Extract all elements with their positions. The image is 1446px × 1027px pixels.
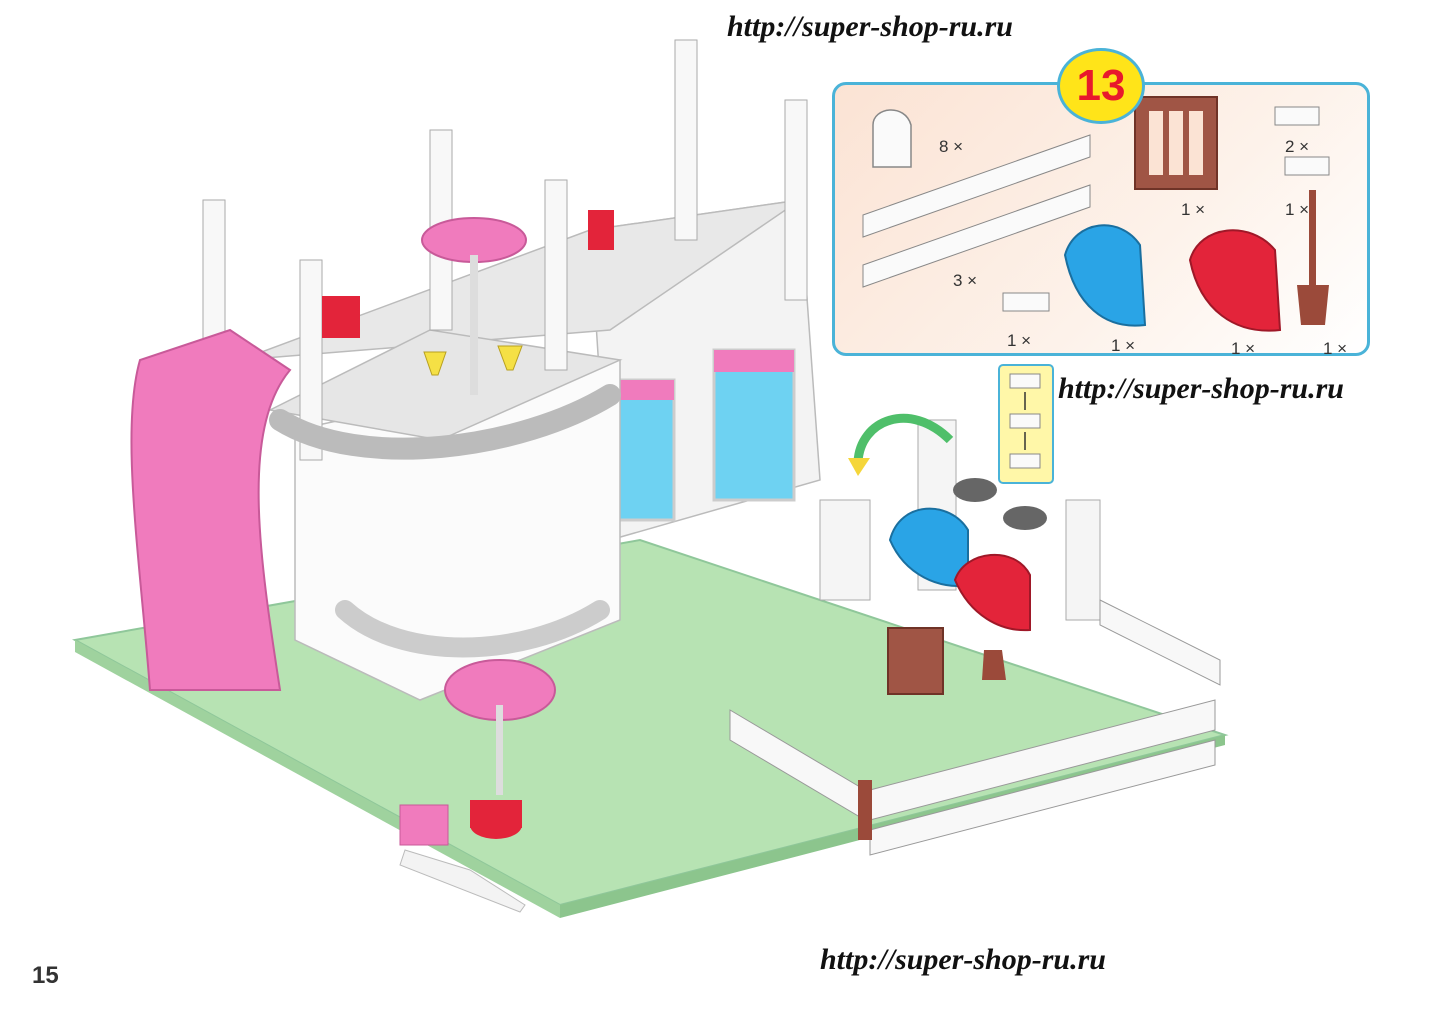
- column: [299, 259, 323, 461]
- qty-shovel: 1 ×: [1323, 339, 1348, 358]
- column: [674, 39, 698, 241]
- qty-clip-plate-open: 1 ×: [1285, 200, 1310, 219]
- qty-fence: 3 ×: [953, 271, 978, 290]
- white-fence: [1099, 599, 1221, 686]
- balcony-railing: [269, 384, 621, 460]
- brown-gate: [887, 627, 944, 695]
- red-brick: [322, 296, 360, 338]
- qty-gate: 1 ×: [1181, 200, 1206, 219]
- brown-post: [858, 780, 872, 840]
- red-brick: [588, 210, 614, 250]
- red-saddle: [953, 553, 1031, 632]
- green-arrow: [853, 413, 954, 463]
- watermark-url-bottom: http://super-shop-ru.ru: [820, 943, 1106, 976]
- goblet: [497, 345, 523, 371]
- curtain-left: [612, 380, 674, 400]
- red-base-body: [470, 800, 522, 828]
- balcony-floor: [267, 329, 623, 441]
- brown-shovel: [982, 650, 1006, 680]
- white-fence-part: [862, 134, 1091, 238]
- white-clip-plate-open-part: [1284, 156, 1330, 176]
- step-number-badge: 13: [1057, 48, 1145, 124]
- step-number: 13: [1076, 61, 1126, 110]
- qty-blue-saddle: 1 ×: [1111, 336, 1136, 355]
- clip-plate: [1009, 453, 1041, 469]
- qty-clip-plate: 2 ×: [1285, 137, 1310, 156]
- qty-red-saddle: 1 ×: [1231, 339, 1256, 358]
- white-fence: [869, 739, 1216, 856]
- table-pole: [470, 255, 478, 395]
- watermark-url-middle: http://super-shop-ru.ru: [1058, 372, 1344, 405]
- gate-slot: [1149, 111, 1163, 175]
- blue-saddle: [888, 507, 969, 587]
- grey-lamp: [1003, 506, 1047, 530]
- pink-staircase: [130, 328, 292, 691]
- pink-chair: [399, 804, 449, 846]
- clip-plate: [1009, 373, 1041, 389]
- red-saddle-part: [1188, 229, 1282, 332]
- sub-assembly-illustration: [1009, 373, 1041, 469]
- stable-pillar: [819, 499, 871, 601]
- window-right: [712, 348, 796, 502]
- parts-list-panel: 8 × 3 × 1 × 1 × 1 × 1 × 2 × 1 × 1 ×: [832, 82, 1370, 358]
- qty-plate: 1 ×: [1007, 331, 1032, 350]
- qty-arch-brick: 8 ×: [939, 137, 964, 156]
- brown-shovel-blade: [1297, 285, 1329, 325]
- baseplate-edge: [75, 640, 560, 918]
- sub-assembly-panel: [998, 364, 1054, 484]
- lower-railing: [335, 600, 610, 658]
- gate-slot: [1169, 111, 1183, 175]
- white-clip-plate-part: [1274, 106, 1320, 126]
- gate-slot: [1189, 111, 1203, 175]
- arrow-head: [848, 458, 870, 476]
- grey-lamp: [953, 478, 997, 502]
- page-number: 15: [32, 962, 59, 989]
- white-arch-brick-part: [872, 109, 912, 168]
- watermark-url-top: http://super-shop-ru.ru: [727, 10, 1013, 43]
- column: [544, 179, 568, 371]
- white-plate: [399, 849, 526, 913]
- goblet: [423, 351, 447, 376]
- white-plate-part: [1002, 292, 1050, 312]
- blue-saddle-part: [1063, 224, 1147, 327]
- clip-plate: [1009, 413, 1041, 429]
- curtain-right: [714, 350, 794, 372]
- column: [784, 99, 808, 301]
- stable-pillar: [1065, 499, 1101, 621]
- brown-shovel-handle: [1309, 190, 1316, 290]
- window-left: [610, 378, 676, 522]
- white-fence-part: [862, 184, 1091, 288]
- umbrella-pole: [496, 705, 503, 795]
- parts-illustrations: [862, 96, 1330, 332]
